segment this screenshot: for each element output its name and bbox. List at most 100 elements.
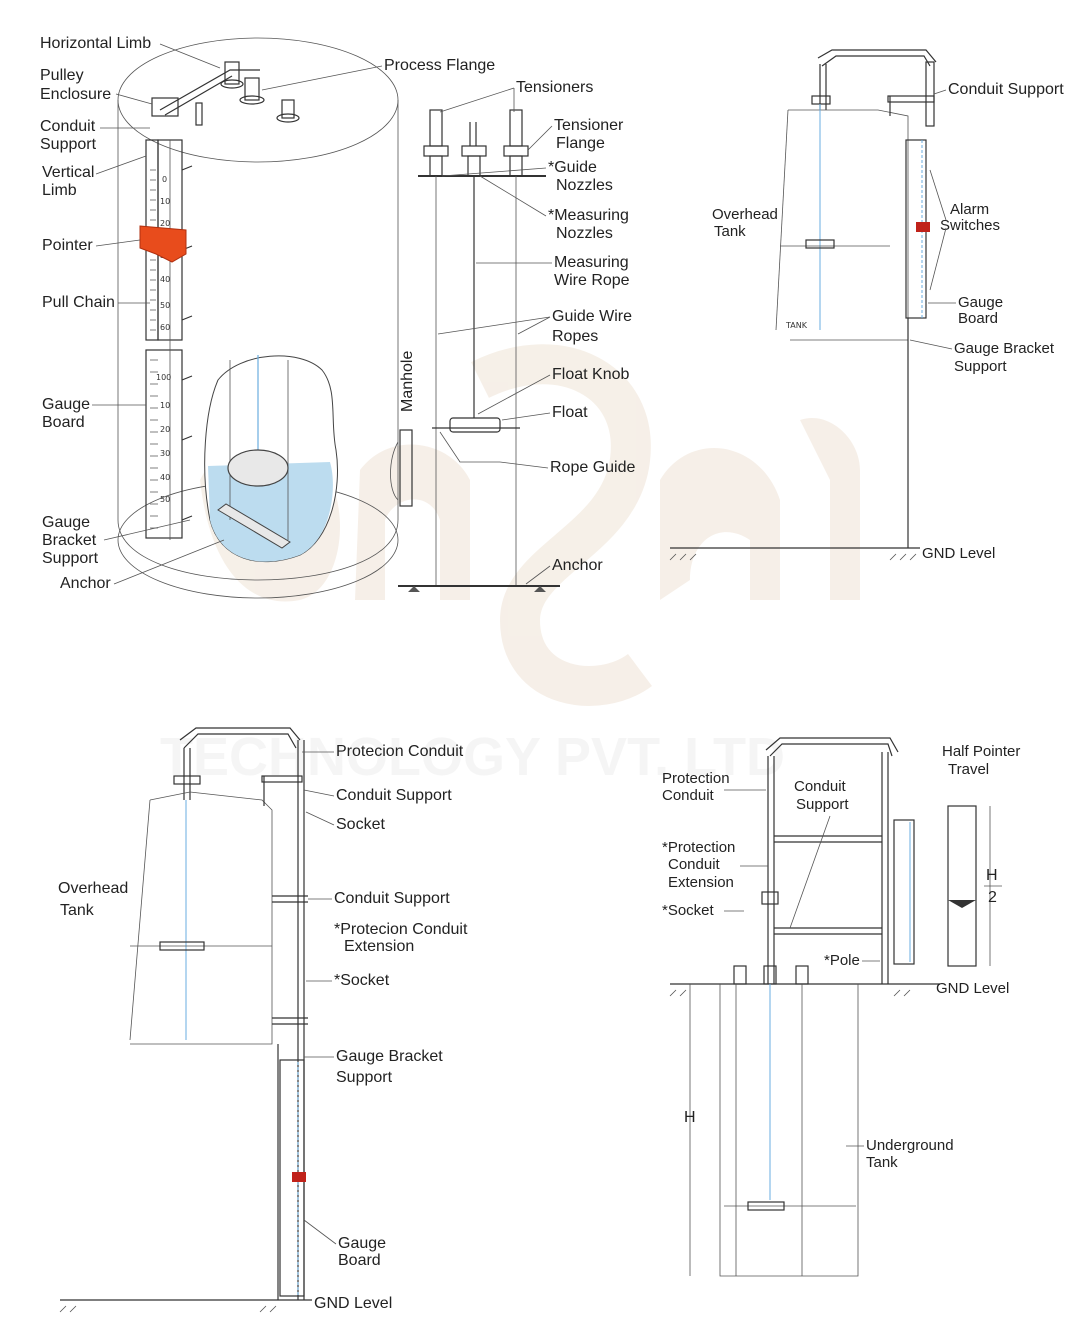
nozzle-right — [503, 109, 529, 177]
fig3-tank-mark: TANK — [785, 321, 808, 330]
float — [449, 417, 501, 433]
label-guide-wire: Guide Wire — [552, 308, 632, 325]
fig3-label-bracket-support: Support — [954, 358, 1007, 375]
fig3-float — [805, 239, 835, 249]
nozzle-left — [423, 109, 449, 177]
fig4-overhead-extended: Protecion Conduit Conduit Support Socket… — [58, 727, 468, 1313]
nozzle-middle — [461, 122, 487, 177]
label-bracket: Bracket — [42, 532, 97, 549]
fig5-label-h: H — [684, 1109, 696, 1126]
pointer — [139, 225, 187, 263]
fig3-alarm-switch — [916, 222, 930, 232]
scale-upper-60: 60 — [160, 323, 170, 332]
fig4-label-extension-2: Extension — [344, 938, 414, 955]
pulley-enclosure — [151, 97, 179, 117]
label-vertical: Vertical — [42, 164, 94, 181]
fig4-label-extension-1: *Protecion Conduit — [334, 921, 468, 938]
fig5-float — [747, 1201, 785, 1211]
fig2-float-wire: Tensioners Tensioner Flange *Guide Nozzl… — [398, 79, 635, 592]
fig4-label-socket-1: Socket — [336, 816, 385, 833]
scale-upper-20: 20 — [160, 219, 170, 228]
horizontal-limb — [159, 69, 260, 111]
label-anchor-2: Anchor — [552, 557, 603, 574]
float-disc — [227, 449, 289, 487]
fig5-underground-tank: H H 2 Protection Conduit Conduit Support… — [662, 737, 1020, 1277]
gauge-board — [145, 349, 183, 539]
fig4-label-board: Board — [338, 1252, 381, 1269]
fig3-label-gnd: GND Level — [922, 545, 995, 562]
fig4-label-gauge: Gauge — [338, 1235, 386, 1252]
fig5-label-h-half-num: H — [986, 867, 998, 884]
scale-upper-10: 10 — [160, 197, 170, 206]
label-pointer: Pointer — [42, 237, 93, 254]
fig4-label-overhead: Overhead — [58, 880, 128, 897]
manhole-flange — [399, 429, 413, 507]
label-anchor-1: Anchor — [60, 575, 111, 592]
fig3-overhead-tank: TANK Conduit Support Overhead Tank Alarm… — [669, 49, 1064, 562]
label-support: Support — [42, 550, 99, 567]
label-pulley: Pulley — [40, 67, 84, 84]
label-process-flange: Process Flange — [384, 57, 495, 74]
fig5-label-half-pointer: Half Pointer — [942, 743, 1020, 760]
fig3-label-gauge-bracket: Gauge Bracket — [954, 340, 1055, 357]
scale-upper-50: 50 — [160, 301, 170, 310]
fig5-label-travel: Travel — [948, 761, 989, 778]
fig4-pointer — [292, 1172, 306, 1182]
label-measuring: *Measuring — [548, 207, 629, 224]
scale-upper-40: 40 — [160, 275, 170, 284]
fig5-label-underground: Underground — [866, 1137, 954, 1154]
fig3-label-switches: Switches — [940, 217, 1000, 234]
scale-upper-0: 0 — [162, 175, 167, 184]
fig5-label-ext-3: Extension — [668, 874, 734, 891]
tank-bottom-curve — [117, 519, 399, 581]
fig3-label-conduit-support: Conduit Support — [948, 81, 1064, 98]
fig5-label-conduit: Conduit — [662, 787, 715, 804]
fig4-horizontal-limb — [179, 727, 301, 741]
fig5-label-ext-2: Conduit — [668, 856, 721, 873]
label-rope-guide: Rope Guide — [550, 459, 635, 476]
label-wire-rope: Wire Rope — [554, 272, 630, 289]
label-ropes: Ropes — [552, 328, 598, 345]
scale-lower-40: 40 — [160, 473, 170, 482]
anchor-plate — [217, 503, 291, 549]
fig5-label-pole: *Pole — [824, 952, 860, 969]
fig4-label-conduit-support-2: Conduit Support — [334, 890, 450, 907]
fig3-label-alarm: Alarm — [950, 201, 989, 218]
fig4-float — [159, 941, 205, 951]
scale-lower-50: 50 — [160, 495, 170, 504]
label-horizontal-limb: Horizontal Limb — [40, 35, 151, 52]
process-flange-nozzles — [220, 61, 300, 123]
fig4-label-gauge-bracket: Gauge Bracket — [336, 1048, 443, 1065]
label-tensioners: Tensioners — [516, 79, 593, 96]
label-tensioner: Tensioner — [554, 117, 624, 134]
label-board: Board — [42, 414, 85, 431]
label-gauge-2: Gauge — [42, 514, 90, 531]
fig5-label-support: Support — [796, 796, 849, 813]
fig5-half-travel-scale — [947, 805, 977, 967]
fig4-label-tank: Tank — [60, 902, 95, 919]
label-limb: Limb — [42, 182, 77, 199]
fig3-tank-outline — [788, 109, 909, 341]
fig5-label-h-half-den: 2 — [988, 889, 997, 906]
tank-liquid — [208, 462, 333, 562]
fig5-label-ext-1: *Protection — [662, 839, 735, 856]
fig1-isometric-tank: 0 10 20 30 40 50 60 100 10 20 30 40 50 — [40, 35, 495, 599]
label-conduit: Conduit — [40, 118, 96, 135]
scale-lower-20: 20 — [160, 425, 170, 434]
label-gauge: Gauge — [42, 396, 90, 413]
fig3-label-overhead: Overhead — [712, 206, 778, 223]
fig5-tank-outline — [719, 984, 859, 1277]
fig5-label-conduit-support: Conduit — [794, 778, 847, 795]
fig5-label-gnd: GND Level — [936, 980, 1009, 997]
fig4-label-socket-2: *Socket — [334, 972, 390, 989]
label-pull-chain: Pull Chain — [42, 294, 115, 311]
fig4-tank-outline — [130, 791, 273, 1045]
watermark: TECHNOLOGY PVT. LTD — [160, 344, 860, 787]
scale-lower: 100 10 20 30 40 50 — [156, 373, 171, 504]
fig5-gauge-board — [893, 819, 915, 965]
manhole-label: Manhole — [399, 351, 416, 412]
scale-lower-10: 10 — [160, 401, 170, 410]
label-enclosure: Enclosure — [40, 86, 111, 103]
fig4-label-gnd: GND Level — [314, 1295, 392, 1312]
